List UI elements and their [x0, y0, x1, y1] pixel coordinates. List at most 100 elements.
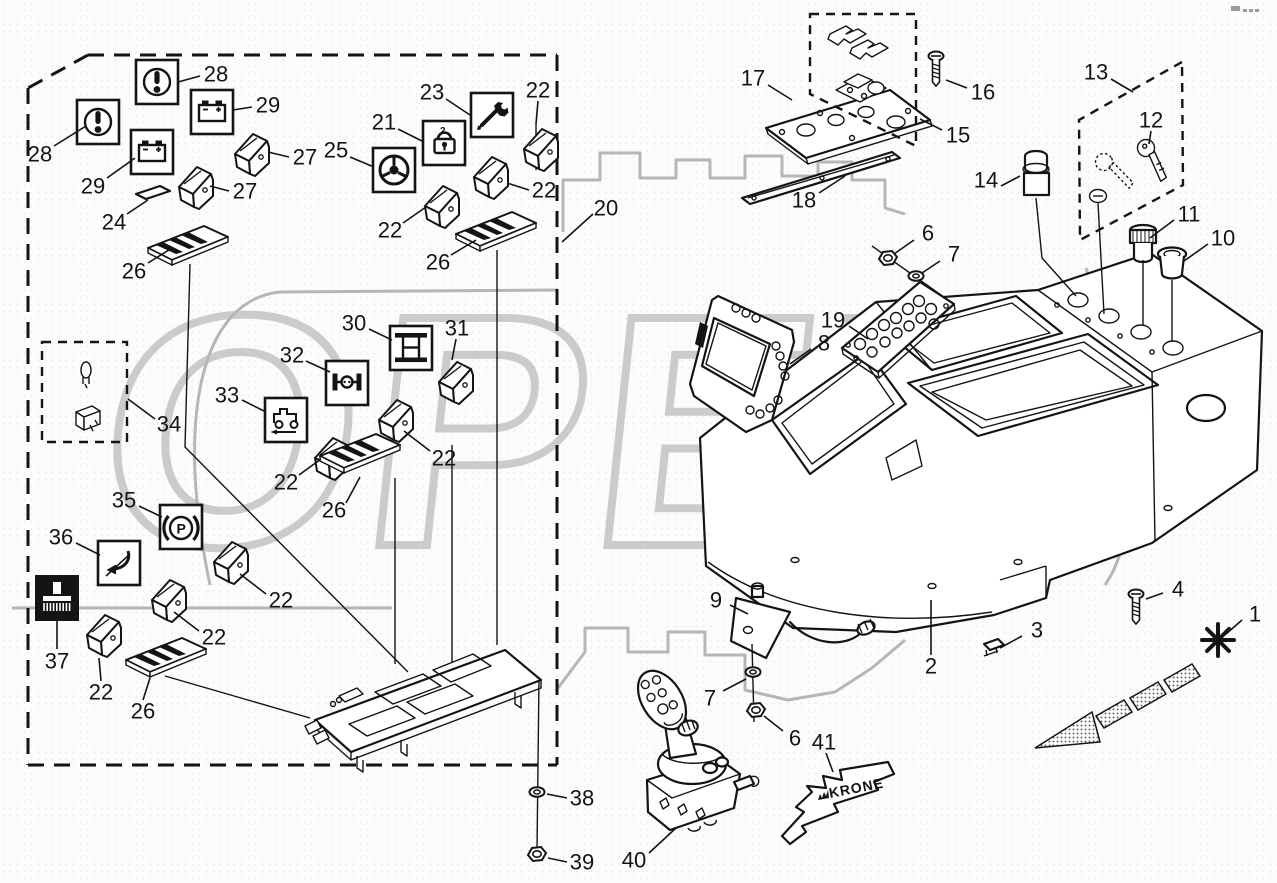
- leader-line-19-44: [848, 325, 869, 340]
- part-33-tractor-label: [263, 396, 309, 444]
- callout-22-29: 22: [89, 680, 113, 705]
- part-11-knob: [1128, 223, 1158, 264]
- krone-decal-41: KRONE: [780, 760, 896, 846]
- leader-line-28-2: [53, 125, 87, 147]
- leader-line-26-7: [147, 247, 173, 264]
- part-12-key: [1136, 138, 1167, 182]
- callout-27-5: 27: [233, 179, 257, 204]
- callout-41-34: 41: [812, 730, 836, 755]
- part-7-washer: [907, 270, 925, 282]
- corner-watermark-icon: [1231, 6, 1259, 12]
- part-30-dual-axle-label: [388, 324, 434, 372]
- leader-line-14-52: [1000, 175, 1021, 187]
- leader-line-10-54: [1183, 243, 1209, 262]
- leader-line-11-53: [1149, 219, 1175, 239]
- callout-32-18: 32: [280, 343, 304, 368]
- callout-2-38: 2: [925, 654, 937, 679]
- callout-27-4: 27: [293, 145, 317, 170]
- leader-line-24-6: [126, 199, 149, 215]
- callout-13-50: 13: [1084, 60, 1108, 85]
- part-6-nut: [746, 702, 766, 718]
- leader-line-39-32: [547, 857, 568, 863]
- part-22-switch: [424, 185, 460, 229]
- callout-26-7: 26: [122, 259, 146, 284]
- leader-line-28-0: [177, 75, 201, 83]
- leader-line-26-30: [142, 677, 151, 701]
- leader-line-27-5: [209, 185, 230, 192]
- leader-line-9-37: [729, 604, 749, 615]
- side-connector: [732, 774, 760, 792]
- callout-22-12: 22: [532, 178, 556, 203]
- leader-line-22-21: [403, 430, 431, 452]
- part-10-socket: [1156, 246, 1188, 280]
- callout-22-28: 22: [202, 625, 226, 650]
- leader-line-20-15: [561, 213, 594, 243]
- mounting-lines: [164, 124, 540, 851]
- leader-line-17-46: [767, 84, 793, 101]
- callout-29-3: 29: [81, 174, 105, 199]
- part-32-diff-lock-label: [324, 359, 370, 407]
- leader-line-22-26: [239, 573, 267, 595]
- callout-35-24: 35: [112, 488, 136, 513]
- part-35-parking-brake-label: [158, 503, 204, 551]
- callout-7-43: 7: [948, 242, 960, 267]
- leader-line-7-43: [921, 260, 941, 274]
- leader-line-30-16: [368, 328, 393, 341]
- callout-18-49: 18: [792, 188, 816, 213]
- leader-line-4-40: [1145, 592, 1164, 600]
- leader-line-22-13: [402, 206, 427, 224]
- leader-line-22-22: [298, 458, 322, 476]
- leader-line-33-19: [241, 399, 267, 413]
- callout-22-26: 22: [269, 588, 293, 613]
- leader-line-18-49: [818, 175, 846, 194]
- callout-12-51: 12: [1139, 108, 1163, 133]
- callout-19-44: 19: [821, 308, 845, 333]
- joystick-40: [636, 669, 760, 832]
- leader-line-38-31: [546, 793, 568, 799]
- leader-line-7-36: [722, 678, 747, 692]
- callout-28-0: 28: [204, 62, 228, 87]
- callout-25-10: 25: [324, 138, 348, 163]
- leader-line-6-35: [763, 715, 784, 732]
- lock-barrel: [1088, 188, 1108, 204]
- leader-line-32-18: [305, 360, 331, 373]
- mounting-panel: [304, 648, 543, 773]
- callout-4-40: 4: [1172, 577, 1184, 602]
- leader-line-1-41: [1225, 619, 1243, 635]
- console-body: [698, 251, 1264, 634]
- leader-line-31-17: [451, 338, 457, 361]
- part-28-temperature-label: [134, 58, 180, 106]
- asterisk-mark-1: [1200, 622, 1236, 658]
- part-28-temperature-label: [75, 98, 121, 146]
- callout-23-8: 23: [420, 80, 444, 105]
- callout-11-53: 11: [1178, 202, 1201, 227]
- panel-boundary-dashed: [26, 53, 559, 767]
- callout-1-41: 1: [1249, 602, 1261, 627]
- callout-9-37: 9: [710, 588, 722, 613]
- callout-7-36: 7: [704, 686, 716, 711]
- callout-34-20: 34: [157, 412, 181, 437]
- callout-29-1: 29: [256, 93, 280, 118]
- leader-line-3-39: [999, 635, 1023, 649]
- key-panel-13-dashed: [1077, 59, 1185, 242]
- part-27-switch: [234, 133, 270, 177]
- leader-line-36-25: [75, 542, 101, 556]
- callout-6-35: 6: [789, 726, 801, 751]
- part-37-pickup-label: [35, 575, 79, 621]
- callout-38-31: 38: [570, 786, 594, 811]
- leader-line-22-12: [506, 182, 530, 191]
- callout-8-45: 8: [818, 331, 830, 356]
- leader-line-34-20: [127, 398, 156, 420]
- callout-17-46: 17: [741, 66, 765, 91]
- part-38-washer: [528, 786, 546, 798]
- part-7-washer: [744, 666, 762, 678]
- leader-line-8-45: [789, 348, 812, 365]
- leader-line-25-10: [349, 156, 375, 168]
- callout-22-11: 22: [526, 78, 550, 103]
- callout-3-39: 3: [1031, 618, 1043, 643]
- callout-40-33: 40: [622, 848, 646, 873]
- callout-21-9: 21: [372, 110, 396, 135]
- part-29-battery-label: [189, 88, 235, 136]
- cable-connector: [856, 618, 876, 636]
